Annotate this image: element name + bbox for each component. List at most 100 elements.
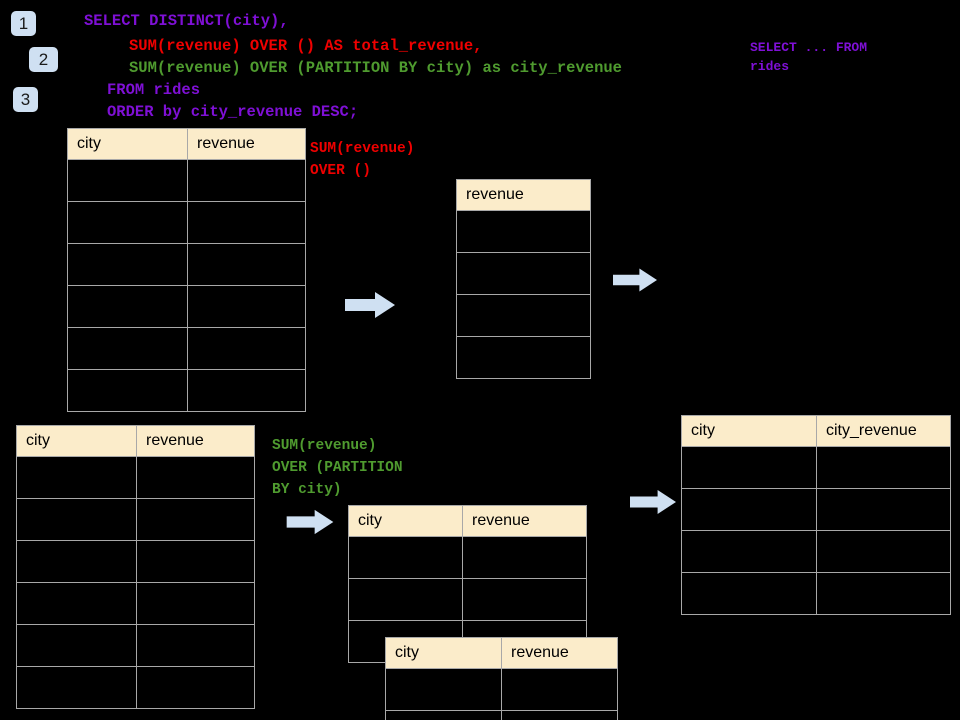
sql-line-sum-over-partition: SUM(revenue) OVER (PARTITION BY city) as… bbox=[129, 59, 622, 77]
sql-line-from: FROM rides bbox=[107, 81, 201, 99]
cell-revenue bbox=[136, 666, 255, 709]
table-row bbox=[67, 285, 306, 328]
column-header-revenue: revenue bbox=[462, 505, 587, 537]
column-header-city: city bbox=[67, 128, 188, 160]
arrow-partition-to-result bbox=[630, 490, 676, 514]
cell-city bbox=[67, 201, 188, 244]
table-final-result: city city_revenue bbox=[681, 415, 951, 615]
cell-city bbox=[348, 578, 463, 621]
cell-revenue bbox=[136, 624, 255, 667]
cell-city bbox=[348, 536, 463, 579]
annotation-sum-over-partition: SUM(revenue) OVER (PARTITION BY city) bbox=[272, 438, 403, 498]
table-total-revenue: revenue bbox=[456, 179, 591, 379]
cell-revenue bbox=[136, 540, 255, 583]
column-header-city: city bbox=[16, 425, 137, 457]
table-row bbox=[681, 530, 951, 573]
column-header-city-revenue: city_revenue bbox=[816, 415, 951, 447]
table-row bbox=[385, 668, 618, 711]
cell-revenue bbox=[501, 668, 618, 711]
cell-city bbox=[16, 666, 137, 709]
cell-city bbox=[67, 285, 188, 328]
cell-city bbox=[16, 456, 137, 499]
table-header-row: city revenue bbox=[67, 128, 306, 160]
cell-revenue bbox=[456, 336, 591, 379]
table-row bbox=[681, 572, 951, 615]
table-header-row: city revenue bbox=[348, 505, 587, 537]
table-row bbox=[681, 488, 951, 531]
table-row bbox=[16, 540, 255, 583]
step-badge-3: 3 bbox=[13, 87, 38, 112]
sql-line-select: SELECT DISTINCT(city), bbox=[84, 12, 289, 30]
cell-city-revenue bbox=[816, 446, 951, 489]
arrow-total-to-result bbox=[613, 268, 657, 292]
cell-city bbox=[67, 243, 188, 286]
table-partition-group-b: city revenue bbox=[385, 637, 618, 720]
table-row bbox=[456, 294, 591, 337]
arrow-source-to-total bbox=[345, 292, 395, 318]
cell-city bbox=[67, 327, 188, 370]
cell-city-revenue bbox=[816, 530, 951, 573]
cell-city bbox=[385, 710, 502, 720]
table-row bbox=[16, 456, 255, 499]
cell-revenue bbox=[456, 252, 591, 295]
cell-revenue bbox=[136, 498, 255, 541]
table-row bbox=[348, 578, 587, 621]
cell-revenue bbox=[187, 369, 306, 412]
column-header-revenue: revenue bbox=[136, 425, 255, 457]
table-row bbox=[67, 369, 306, 412]
table-rides-bottom: city revenue bbox=[16, 425, 255, 709]
table-row bbox=[456, 210, 591, 253]
cell-revenue bbox=[462, 536, 587, 579]
cell-revenue bbox=[456, 294, 591, 337]
cell-city bbox=[681, 488, 817, 531]
cell-city-revenue bbox=[816, 572, 951, 615]
annotation-sum-over-all: SUM(revenue) OVER () bbox=[310, 141, 415, 179]
arrow-source-to-partition bbox=[286, 509, 334, 535]
cell-revenue bbox=[462, 578, 587, 621]
cell-revenue bbox=[187, 285, 306, 328]
step-badge-2: 2 bbox=[29, 47, 58, 72]
table-row bbox=[456, 252, 591, 295]
table-header-row: city city_revenue bbox=[681, 415, 951, 447]
cell-city bbox=[67, 159, 188, 202]
cell-city bbox=[16, 582, 137, 625]
column-header-revenue: revenue bbox=[456, 179, 591, 211]
cell-revenue bbox=[187, 243, 306, 286]
cell-city bbox=[16, 540, 137, 583]
cell-revenue bbox=[136, 582, 255, 625]
cell-city bbox=[681, 572, 817, 615]
table-rides-top: city revenue bbox=[67, 128, 306, 412]
table-row bbox=[67, 243, 306, 286]
cell-city-revenue bbox=[816, 488, 951, 531]
table-row bbox=[385, 710, 618, 720]
table-row bbox=[16, 666, 255, 709]
table-header-row: city revenue bbox=[16, 425, 255, 457]
table-header-row: city revenue bbox=[385, 637, 618, 669]
cell-revenue bbox=[187, 201, 306, 244]
cell-city bbox=[681, 446, 817, 489]
cell-city bbox=[67, 369, 188, 412]
column-header-revenue: revenue bbox=[501, 637, 618, 669]
cell-revenue bbox=[456, 210, 591, 253]
table-row bbox=[67, 159, 306, 202]
table-row bbox=[348, 536, 587, 579]
cell-revenue bbox=[187, 159, 306, 202]
table-row bbox=[456, 336, 591, 379]
step-badge-1: 1 bbox=[11, 11, 36, 36]
column-header-revenue: revenue bbox=[187, 128, 306, 160]
column-header-city: city bbox=[385, 637, 502, 669]
cell-city bbox=[16, 498, 137, 541]
annotation-source-query: SELECT ... FROM rides bbox=[750, 40, 868, 74]
sql-line-sum-over-all: SUM(revenue) OVER () AS total_revenue, bbox=[129, 37, 483, 55]
table-row bbox=[681, 446, 951, 489]
cell-city bbox=[385, 668, 502, 711]
table-row bbox=[67, 327, 306, 370]
table-header-row: revenue bbox=[456, 179, 591, 211]
cell-revenue bbox=[501, 710, 618, 720]
table-row bbox=[67, 201, 306, 244]
cell-city bbox=[681, 530, 817, 573]
table-row bbox=[16, 582, 255, 625]
sql-line-order-by: ORDER by city_revenue DESC; bbox=[107, 103, 359, 121]
table-row bbox=[16, 498, 255, 541]
